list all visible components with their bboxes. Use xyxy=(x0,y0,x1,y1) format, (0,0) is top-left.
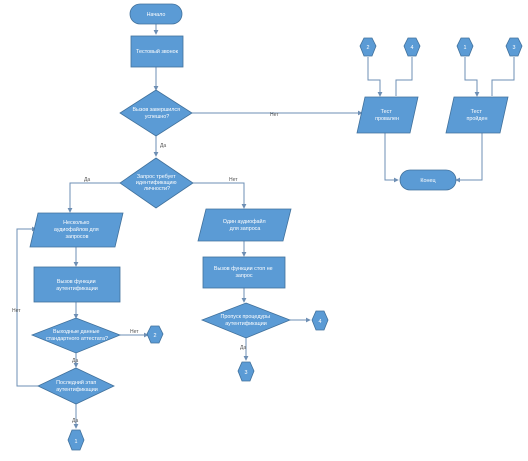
edge-c4-failed xyxy=(395,57,413,96)
connector-1-bottom: 1 xyxy=(67,429,85,451)
edge-labels: Нет Да Да Нет Нет Да Нет Да Да xyxy=(12,112,279,424)
node-auth-call-left: Вызов функции аутентификации xyxy=(33,266,121,303)
edge-failed-end xyxy=(384,133,399,183)
node-auth-call-right: Вызов функции стоп не запрос xyxy=(202,256,286,289)
node-needs-auth: Запрос требует идентификацию личности? xyxy=(119,157,194,209)
node-last-stage: Последний этап аутентификации xyxy=(37,367,115,405)
connector-4-mid: 4 xyxy=(311,310,329,331)
node-end: Конец xyxy=(399,169,457,191)
node-needs-auth-label: Запрос требует идентификацию личности? xyxy=(136,174,178,192)
edge-c2-failed xyxy=(367,57,383,97)
edge-label-yes-auth: Да xyxy=(84,177,90,183)
node-auth-call-right-label: Вызов функции стоп не запрос xyxy=(214,266,274,279)
connector-2-top: 2 xyxy=(359,37,377,57)
svg-text:4: 4 xyxy=(319,319,322,325)
edge-auth-no xyxy=(193,182,247,209)
edge-label-no-last: Нет xyxy=(12,308,21,314)
edge-c3-passed xyxy=(491,57,515,96)
node-data-check-label: Выходные данные стандартного аттестата? xyxy=(46,329,108,342)
node-start: Начало xyxy=(129,3,183,25)
node-test-call: Тестовый звонок xyxy=(130,35,184,68)
svg-text:3: 3 xyxy=(513,45,516,51)
node-single-audio: Один аудиофайл для запроса xyxy=(197,208,292,242)
edge-label-yes-last: Да xyxy=(72,418,78,424)
node-multi-audio-label: Несколько аудиофайлов для запросов xyxy=(54,220,100,240)
edge-label-yes-skip: Да xyxy=(240,345,246,351)
svg-text:1: 1 xyxy=(75,439,78,445)
connector-4-top: 4 xyxy=(403,37,421,57)
svg-text:4: 4 xyxy=(411,45,414,51)
node-single-audio-label: Один аудиофайл для запроса xyxy=(223,218,267,232)
svg-text:3: 3 xyxy=(245,370,248,376)
connector-3-top: 3 xyxy=(505,37,523,57)
node-end-label: Конец xyxy=(420,178,435,184)
edge-label-no-call: Нет xyxy=(270,112,279,118)
svg-text:2: 2 xyxy=(367,45,370,51)
connector-3-bottom: 3 xyxy=(237,361,255,382)
edge-label-yes-data: Да xyxy=(72,358,78,364)
node-multi-audio: Несколько аудиофайлов для запросов xyxy=(29,212,124,248)
connector-2-mid: 2 xyxy=(146,325,164,344)
edge-auth-yes xyxy=(67,182,120,213)
node-test-passed-label: Тест пройден xyxy=(466,109,487,122)
node-last-stage-label: Последний этап аутентификации xyxy=(56,379,98,393)
node-start-label: Начало xyxy=(147,12,166,18)
edge-c1-passed xyxy=(464,57,480,97)
edge-label-yes-call: Да xyxy=(160,143,166,149)
node-skip-auth: Пропуск процедуры аутентификации xyxy=(200,302,292,339)
edge-label-no-data: Нет xyxy=(130,329,139,335)
node-test-passed: Тест пройден xyxy=(445,96,509,134)
node-skip-auth-label: Пропуск процедуры аутентификации xyxy=(221,314,272,327)
node-data-check: Выходные данные стандартного аттестата? xyxy=(30,317,122,354)
node-test-failed: Тест провален xyxy=(356,96,419,134)
svg-text:1: 1 xyxy=(464,45,467,51)
node-test-failed-label: Тест провален xyxy=(375,109,399,122)
node-auth-call-left-label: Вызов функции аутентификации xyxy=(56,279,98,292)
node-test-call-label: Тестовый звонок xyxy=(136,48,179,55)
connector-1-top: 1 xyxy=(456,37,474,57)
node-call-success: Вызов завершился успешно? xyxy=(119,89,193,137)
edge-passed-end xyxy=(455,133,483,183)
edge-label-no-auth: Нет xyxy=(229,177,238,183)
svg-text:2: 2 xyxy=(154,333,157,339)
node-call-success-label: Вызов завершился успешно? xyxy=(132,107,181,120)
edges xyxy=(16,24,515,429)
edge-last-no-loop xyxy=(16,226,38,387)
